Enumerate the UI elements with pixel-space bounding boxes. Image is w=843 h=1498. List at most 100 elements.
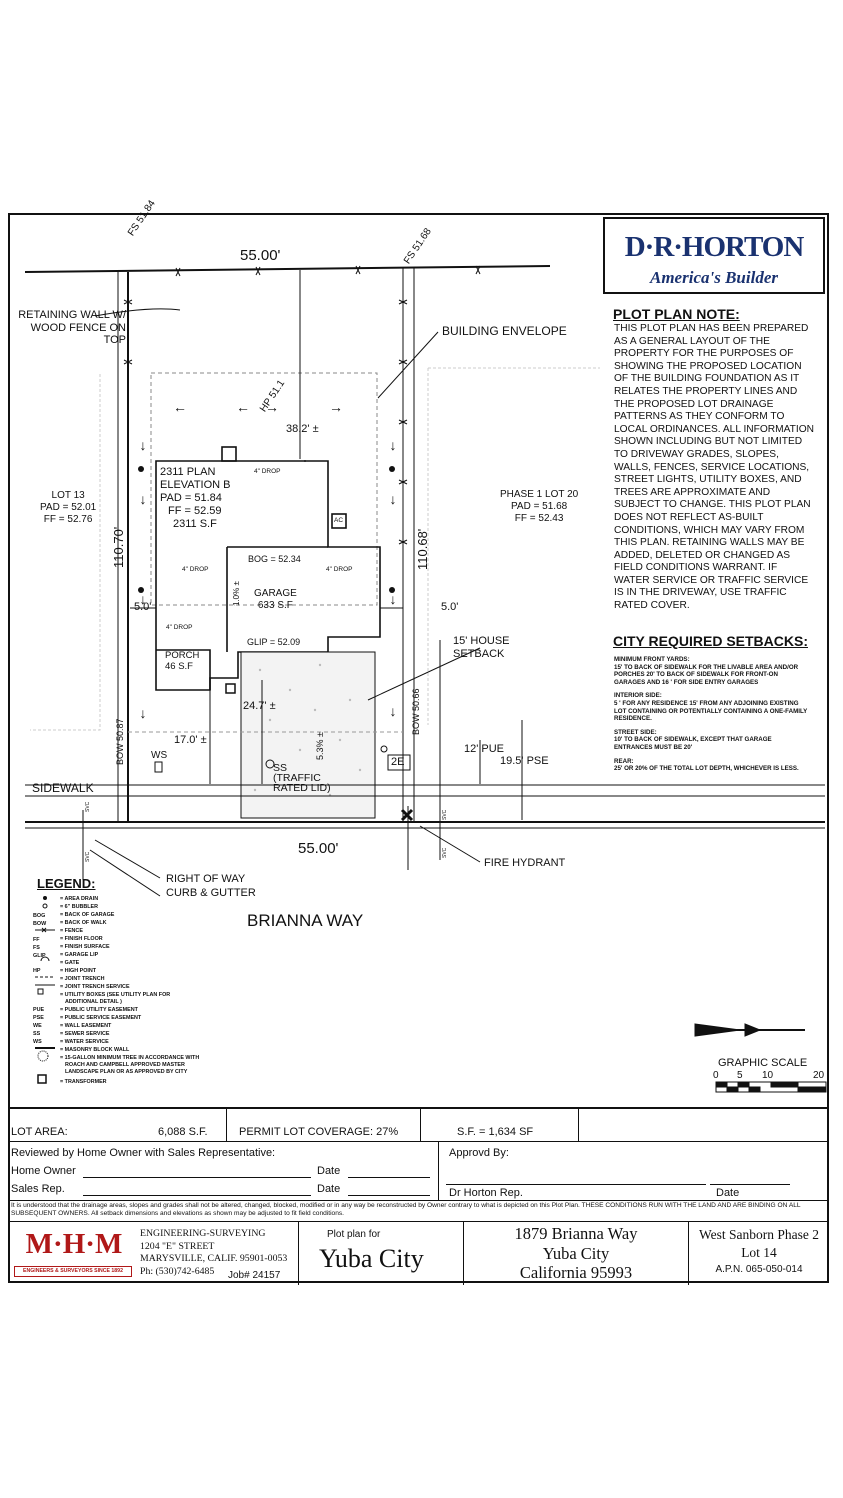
legend-abbr-bog: BOG bbox=[33, 913, 46, 919]
pse-dim: 19.5' PSE bbox=[500, 755, 549, 767]
legend-symbols bbox=[35, 896, 55, 1084]
legend-abbr-we: WE bbox=[33, 1023, 42, 1029]
bottom-dimension: 55.00' bbox=[298, 840, 339, 857]
legend-item: = AREA DRAIN bbox=[60, 896, 99, 902]
logo-tagline: America's Builder bbox=[650, 268, 778, 287]
legend-item: = WATER SERVICE bbox=[60, 1039, 109, 1045]
legend-item: = BACK OF GARAGE bbox=[60, 912, 115, 918]
svc-label-2: SVC bbox=[85, 851, 91, 862]
review-row: Reviewed by Home Owner with Sales Repres… bbox=[8, 1142, 829, 1201]
svg-text:↓: ↓ bbox=[390, 703, 397, 719]
legend-item: LANDSCAPE PLAN OR AS APPROVED BY CITY bbox=[65, 1069, 188, 1075]
home-owner-date-label: Date bbox=[317, 1165, 341, 1177]
svc-label-4: SVC bbox=[442, 847, 448, 858]
legend-abbr-ss: SS bbox=[33, 1031, 41, 1037]
legend-item: = BACK OF WALK bbox=[60, 920, 107, 926]
svg-text:↓: ↓ bbox=[390, 591, 397, 607]
mhm-tagline: ENGINEERS & SURVEYORS SINCE 1892 bbox=[14, 1266, 132, 1277]
legend-abbr-ff: FF bbox=[33, 937, 40, 943]
water-service-label: WS bbox=[151, 750, 168, 761]
svg-text:←: ← bbox=[173, 399, 187, 415]
legend-item: = JOINT TRENCH SERVICE bbox=[60, 984, 130, 990]
lot-area-label: LOT AREA: bbox=[11, 1126, 68, 1138]
approval-date-label: Date bbox=[716, 1187, 740, 1199]
legend-item: = FENCE bbox=[60, 928, 83, 934]
legend-item: = PUBLIC UTILITY EASEMENT bbox=[60, 1007, 138, 1013]
scale-tick-10: 10 bbox=[762, 1070, 774, 1081]
dr-rep-label: Dr Horton Rep. bbox=[449, 1187, 523, 1199]
legend-item: = FINISH SURFACE bbox=[60, 944, 110, 950]
svg-text:↓: ↓ bbox=[140, 437, 147, 453]
city-title: Yuba City bbox=[319, 1244, 424, 1273]
fire-hydrant-label: FIRE HYDRANT bbox=[484, 857, 566, 869]
mhm-logo: M·H·M ENGINEERS & SURVEYORS SINCE 1892 bbox=[14, 1228, 134, 1280]
scale-tick-5: 5 bbox=[737, 1070, 743, 1081]
total-sf: S.F. = 1,634 SF bbox=[457, 1126, 534, 1138]
legend-item: = UTILITY BOXES (SEE UTILITY PLAN FOR bbox=[60, 992, 171, 998]
building-envelope-label: BUILDING ENVELOPE bbox=[442, 324, 567, 338]
firm-address: ENGINEERING-SURVEYING 1204 "E" STREET MA… bbox=[140, 1228, 288, 1277]
lot-13-info: LOT 13 PAD = 52.01 FF = 52.76 bbox=[40, 490, 97, 525]
subdivision-info: West Sanborn Phase 2 Lot 14 A.P.N. 065-0… bbox=[698, 1227, 820, 1275]
legend-item: ROACH AND CAMPBELL APPROVED MASTER bbox=[65, 1062, 185, 1068]
sales-rep-label: Sales Rep. bbox=[11, 1183, 65, 1195]
legend-item: = GATE bbox=[60, 960, 80, 966]
left-depth-dim: 110.70' bbox=[111, 526, 126, 568]
pue-dim: 12' PUE bbox=[464, 743, 505, 755]
side-setback-right: 5.0' bbox=[441, 601, 459, 613]
legend-item: = FINISH FLOOR bbox=[60, 936, 103, 942]
legend-title: LEGEND: bbox=[37, 876, 96, 891]
lot-area-row: LOT AREA: 6,088 S.F. PERMIT LOT COVERAGE… bbox=[8, 1109, 829, 1142]
firm-row: M·H·M ENGINEERS & SURVEYORS SINCE 1892 E… bbox=[8, 1222, 829, 1285]
lot-coverage: PERMIT LOT COVERAGE: 27% bbox=[239, 1126, 399, 1138]
legend-item: = SEWER SERVICE bbox=[60, 1031, 110, 1037]
right-depth-dim: 110.68' bbox=[415, 528, 430, 570]
legend-abbr-hp: HP bbox=[33, 968, 41, 974]
drop-label-porch: 4" DROP bbox=[166, 624, 193, 631]
legend-item: = 15-GALLON MINIMUM TREE IN ACCORDANCE W… bbox=[60, 1055, 200, 1061]
review-label: Reviewed by Home Owner with Sales Repres… bbox=[11, 1147, 276, 1159]
plot-note-title: PLOT PLAN NOTE: bbox=[613, 306, 740, 322]
legend-item: = TRANSFORMER bbox=[60, 1079, 107, 1085]
ac-unit-label: AC bbox=[334, 517, 344, 524]
street-name: BRIANNA WAY bbox=[247, 911, 364, 930]
drawing-frame bbox=[8, 213, 829, 1283]
garage-slope: 1.0% ± bbox=[232, 581, 241, 606]
approved-label: Approvd By: bbox=[449, 1147, 509, 1159]
utility-box-label: 2E bbox=[391, 756, 405, 768]
bow-left: BOW 50.87 bbox=[115, 718, 125, 765]
setbacks-list: MINIMUM FRONT YARDS: 15' TO BACK OF SIDE… bbox=[614, 656, 808, 773]
lot-area-value: 6,088 S.F. bbox=[158, 1126, 208, 1138]
setbacks-title: CITY REQUIRED SETBACKS: bbox=[613, 633, 808, 649]
title-block: LOT AREA: 6,088 S.F. PERMIT LOT COVERAGE… bbox=[8, 1107, 829, 1285]
mhm-logo-text: M·H·M bbox=[25, 1228, 123, 1260]
house-info: 2311 PLAN ELEVATION B PAD = 51.84 FF = 5… bbox=[160, 466, 231, 530]
legend-item: = PUBLIC SERVICE EASEMENT bbox=[60, 1015, 142, 1021]
sidewalk-label: SIDEWALK bbox=[32, 781, 94, 795]
house-setback-label: 15' HOUSE SETBACK bbox=[453, 635, 510, 660]
legend-item: = WALL EASEMENT bbox=[60, 1023, 112, 1029]
svg-text:↓: ↓ bbox=[140, 491, 147, 507]
lot-20-info: PHASE 1 LOT 20 PAD = 51.68 FF = 52.43 bbox=[500, 489, 579, 524]
right-of-way-label: RIGHT OF WAY CURB & GUTTER bbox=[166, 873, 256, 899]
dr-horton-logo: D·R·HORTON America's Builder bbox=[603, 217, 825, 294]
legend-item: = 6" BUBBLER bbox=[60, 904, 99, 910]
sewer-service-label: SS (TRAFFIC RATED LID) bbox=[273, 762, 331, 794]
legend-item: ADDITIONAL DETAIL ) bbox=[65, 999, 122, 1005]
legend-abbr-pue: PUE bbox=[33, 1007, 45, 1013]
retaining-wall-label: RETAINING WALL W/ WOOD FENCE ON TOP bbox=[18, 309, 126, 347]
drop-label-left: 4" DROP bbox=[182, 566, 209, 573]
top-dimension: 55.00' bbox=[240, 247, 281, 264]
bog-label: BOG = 52.34 bbox=[248, 554, 301, 564]
disclaimer-text: It is understood that the drainage areas… bbox=[11, 1202, 801, 1217]
legend-abbr-bow: BOW bbox=[33, 921, 47, 927]
front-porch-dim: 17.0' ± bbox=[174, 734, 207, 746]
scale-tick-20: 20 bbox=[813, 1070, 825, 1081]
plot-note-body: THIS PLOT PLAN HAS BEEN PREPARED AS A GE… bbox=[614, 323, 815, 612]
scale-tick-0: 0 bbox=[713, 1070, 719, 1081]
svg-text:↓: ↓ bbox=[390, 491, 397, 507]
garage-label: GARAGE 633 S.F bbox=[254, 588, 297, 611]
driveway-slope: 5.3% ± bbox=[315, 732, 325, 760]
drop-label-right: 4" DROP bbox=[326, 566, 353, 573]
legend-item: = JOINT TRENCH bbox=[60, 976, 105, 982]
